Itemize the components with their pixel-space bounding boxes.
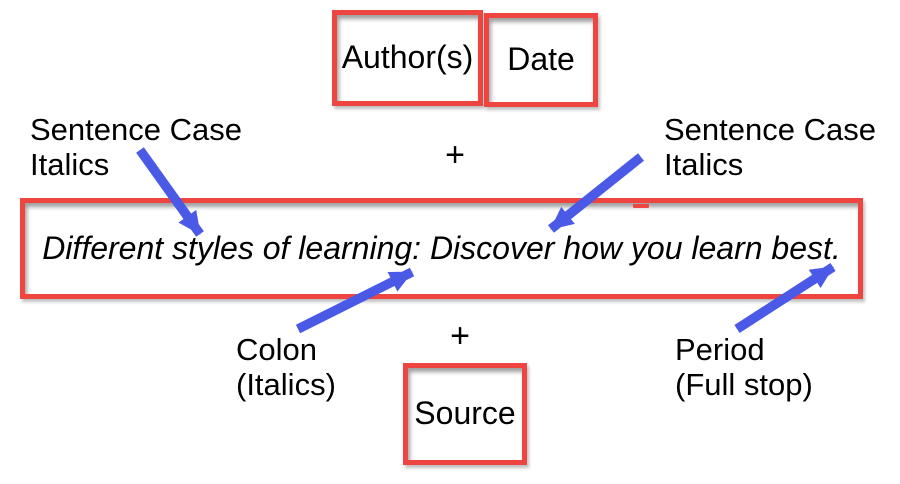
annotation-sentence-case-left: Sentence Case Italics xyxy=(30,112,242,182)
annotation-colon: Colon (Italics) xyxy=(236,332,336,402)
annotation-line: Sentence Case xyxy=(30,112,242,147)
date-box-label: Date xyxy=(507,41,575,78)
annotation-line: Italics xyxy=(664,147,744,182)
author-box-label: Author(s) xyxy=(341,39,474,76)
annotation-line: Period xyxy=(675,332,765,367)
author-box: Author(s) xyxy=(332,10,483,106)
title-example-text: Different styles of learning: Discover h… xyxy=(42,229,841,266)
annotation-line: (Italics) xyxy=(236,367,336,402)
annotation-line: Colon xyxy=(236,332,317,367)
source-box: Source xyxy=(403,363,527,465)
annotation-line: Sentence Case xyxy=(664,112,876,147)
annotation-sentence-case-right: Sentence Case Italics xyxy=(664,112,876,182)
red-dash-mark xyxy=(633,204,649,208)
plus-operator-bottom: + xyxy=(450,317,470,355)
annotation-period: Period (Full stop) xyxy=(675,332,813,402)
source-box-label: Source xyxy=(414,395,516,432)
title-example-box: Different styles of learning: Discover h… xyxy=(20,198,863,299)
plus-operator-top: + xyxy=(445,136,465,174)
annotation-line: Italics xyxy=(30,147,110,182)
date-box: Date xyxy=(484,13,598,107)
annotation-line: (Full stop) xyxy=(675,367,813,402)
